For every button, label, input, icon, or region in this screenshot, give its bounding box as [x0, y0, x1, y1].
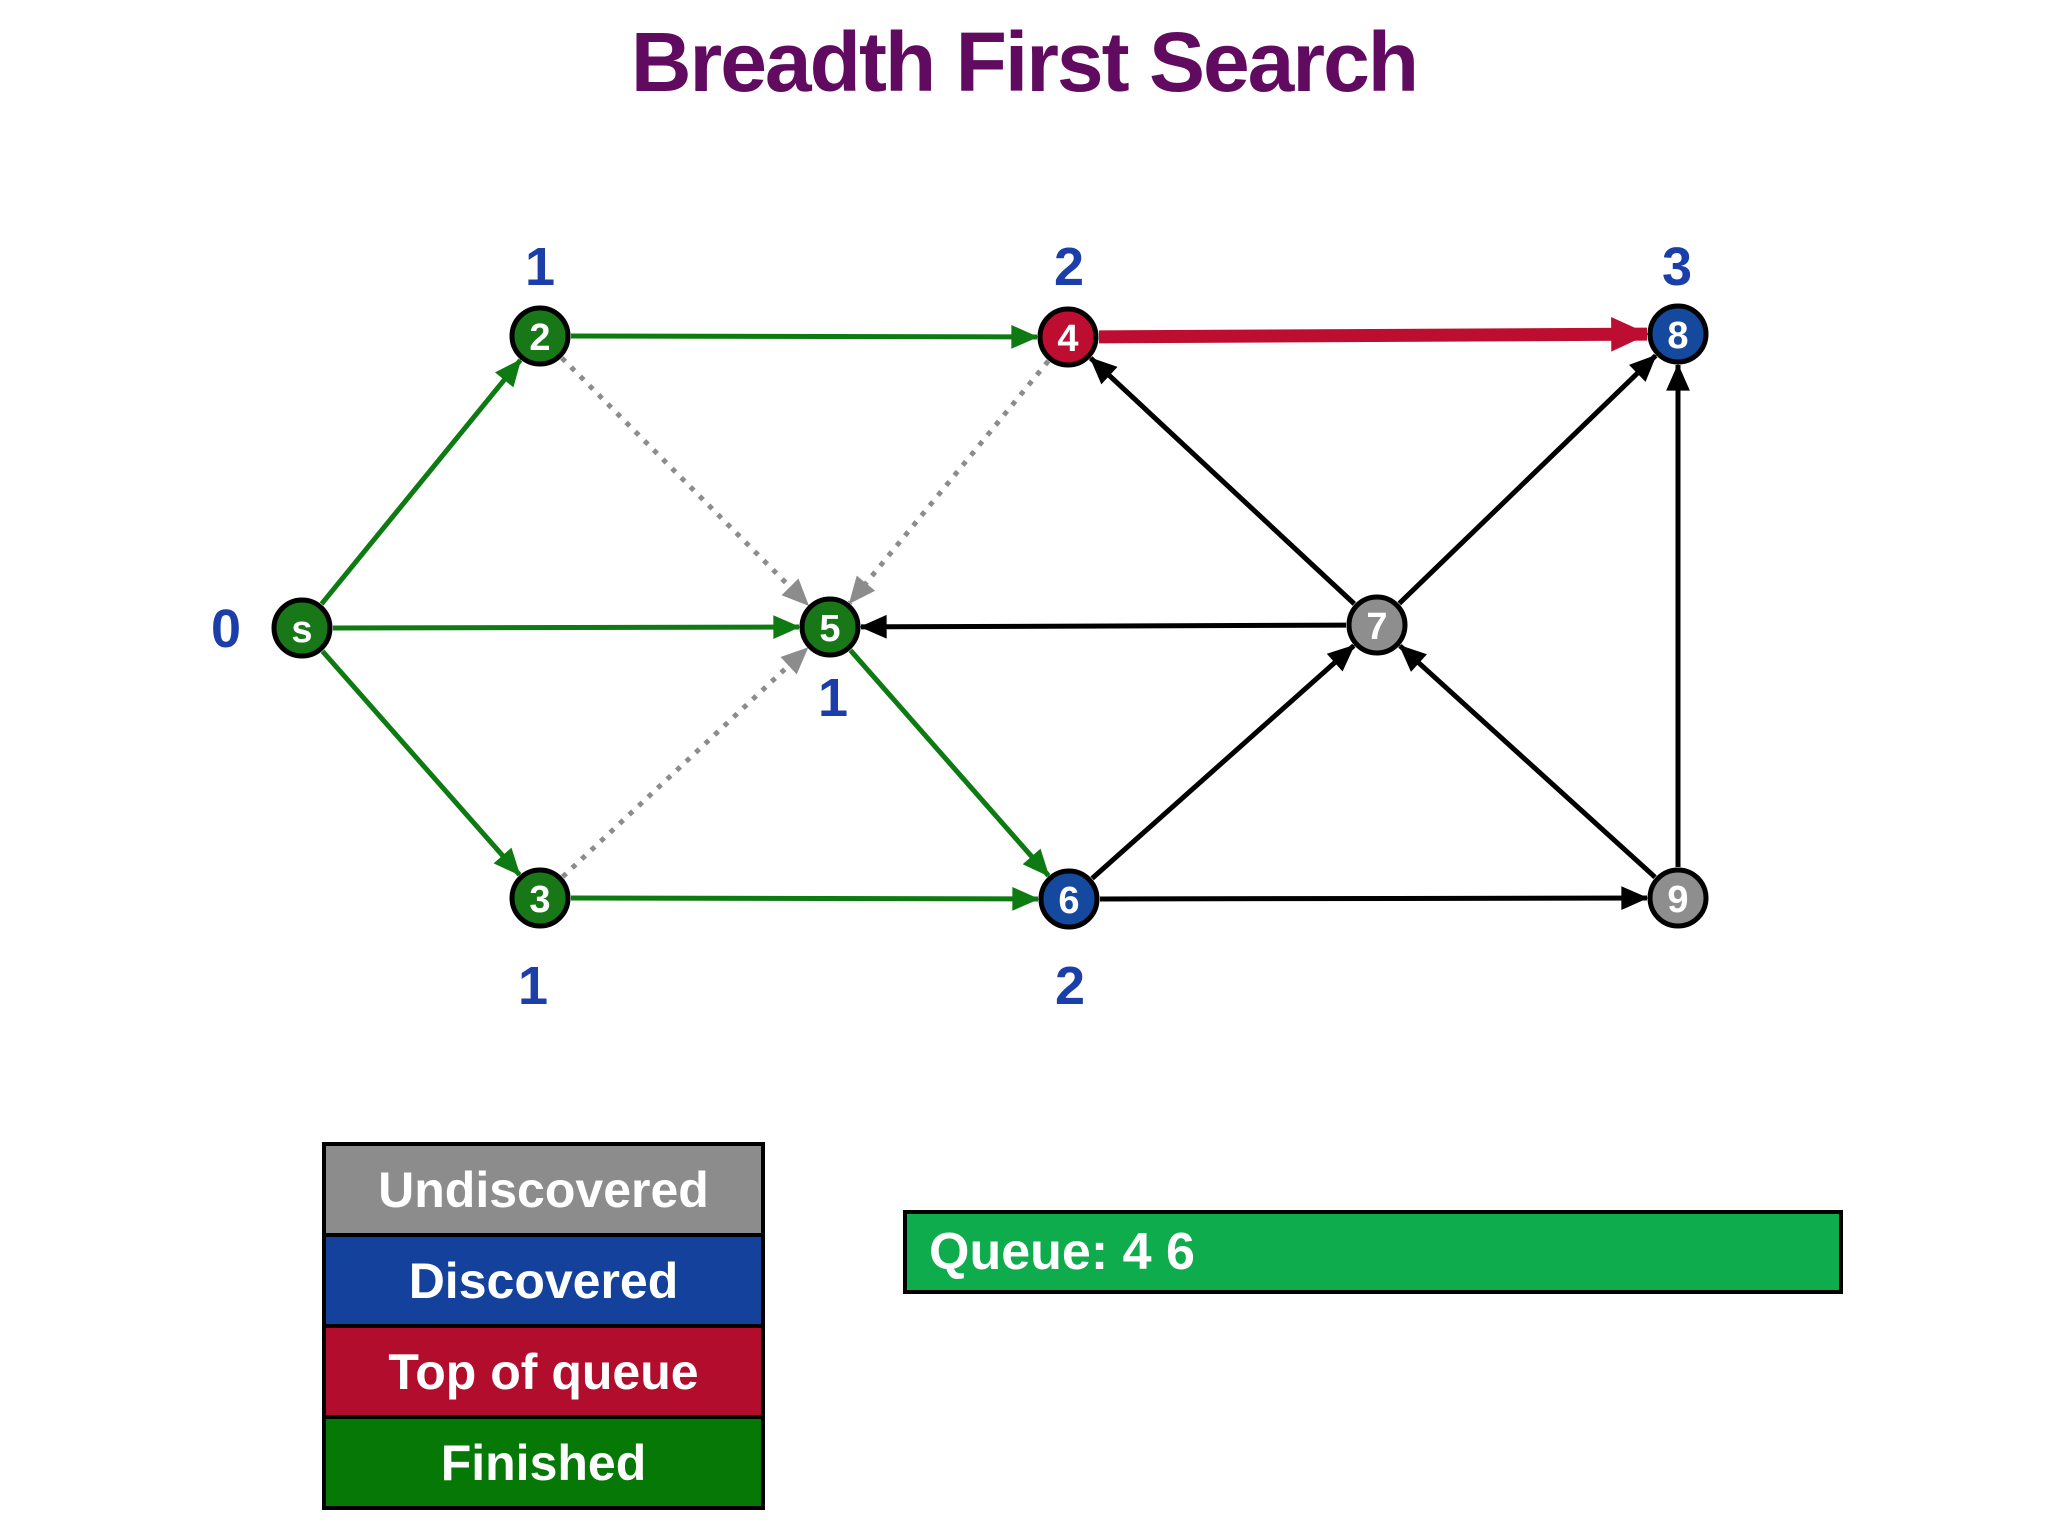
node-label-8: 8 — [1667, 315, 1688, 357]
edge-6-9 — [1099, 886, 1649, 910]
edge-s-2 — [319, 358, 523, 606]
edge-9-7 — [1398, 643, 1657, 880]
edge-s-3 — [320, 649, 522, 877]
distance-labels-layer: 0 1 2 3 1 1 2 — [211, 237, 1692, 1016]
node-label-3: 3 — [529, 879, 550, 921]
graph-node-5 — [799, 596, 861, 658]
edge-5-6 — [848, 648, 1051, 878]
distance-label: 3 — [1662, 237, 1692, 297]
node-label-5: 5 — [819, 608, 840, 650]
edge-3-5 — [560, 646, 810, 879]
graph-node-2 — [509, 305, 571, 367]
distance-label: 1 — [518, 956, 548, 1016]
node-label-7: 7 — [1366, 606, 1387, 648]
graph-node-4 — [1037, 306, 1099, 368]
edge-4-5 — [847, 359, 1051, 605]
graph-node-s — [271, 597, 333, 659]
edge-7-5 — [859, 614, 1347, 639]
legend-label: Finished — [440, 1434, 647, 1491]
edge-6-7 — [1090, 643, 1356, 881]
legend-label: Undiscovered — [378, 1161, 709, 1218]
node-label-4: 4 — [1057, 318, 1078, 360]
node-label-6: 6 — [1058, 880, 1079, 922]
page-title: Breadth First Search — [630, 15, 1419, 109]
legend-label: Discovered — [408, 1252, 679, 1309]
edge-7-8 — [1397, 353, 1658, 606]
graph-node-9 — [1647, 867, 1709, 929]
edge-4-8-active — [1098, 316, 1649, 352]
edge-s-5 — [332, 615, 801, 639]
legend-row-discovered: Discovered — [326, 1237, 761, 1328]
edges-layer — [319, 316, 1690, 911]
edge-7-4 — [1088, 356, 1357, 606]
graph-node-6 — [1038, 868, 1100, 930]
nodes-layer: s 2 3 5 4 6 7 8 9 — [271, 303, 1709, 930]
legend-label: Top of queue — [388, 1343, 699, 1400]
legend-row-top-of-queue: Top of queue — [326, 1328, 761, 1419]
edge-2-5 — [560, 356, 810, 607]
legend-row-undiscovered: Undiscovered — [326, 1146, 761, 1237]
node-label-s: s — [291, 609, 312, 651]
distance-label: 2 — [1054, 237, 1084, 297]
distance-label: 2 — [1055, 956, 1085, 1016]
edge-3-6 — [570, 887, 1040, 911]
graph-node-7 — [1346, 594, 1408, 656]
graph-node-3 — [509, 867, 571, 929]
distance-label: 1 — [818, 668, 848, 728]
graph-node-8 — [1647, 303, 1709, 365]
distance-label: 0 — [211, 599, 241, 659]
distance-label: 1 — [525, 237, 555, 297]
node-label-2: 2 — [529, 317, 550, 359]
edge-2-4 — [570, 325, 1039, 349]
legend-row-finished: Finished — [326, 1419, 761, 1506]
queue-display: Queue: 4 6 — [903, 1210, 1843, 1294]
node-label-9: 9 — [1667, 879, 1688, 921]
